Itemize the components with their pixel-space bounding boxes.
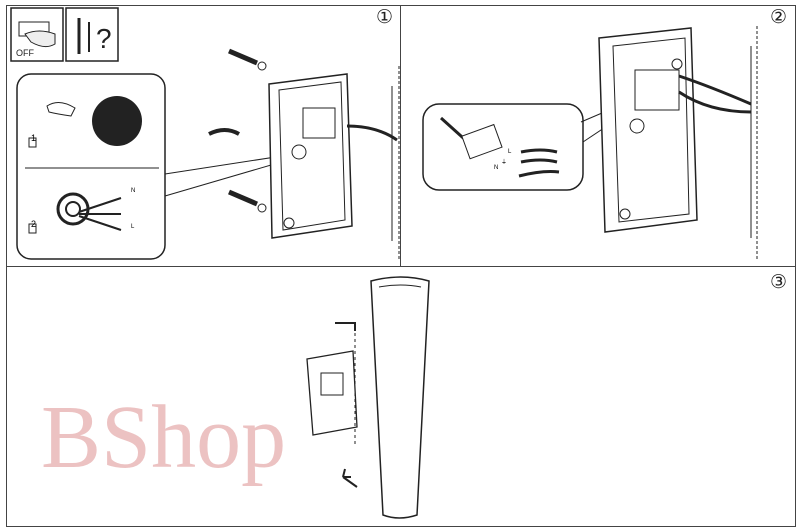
sub-step-2-label: 2 [31, 219, 37, 229]
step-2-illustration [422, 26, 758, 261]
terminal-earth-label: ⏚ [501, 160, 508, 166]
step-3-illustration: BShop [41, 276, 430, 519]
mounting-plate [268, 73, 398, 239]
step-number: ③ [769, 272, 787, 293]
tools-question-icon: ? [65, 7, 119, 62]
off-label: OFF [16, 48, 34, 58]
step-number: ① [375, 7, 393, 28]
detail-callout [16, 73, 166, 260]
wire-l-label: L [131, 224, 135, 230]
power-off-icon: OFF [10, 7, 64, 62]
step-2-panel: ② N ⏚ L [400, 5, 796, 268]
step-1-illustration: OFF ? [10, 7, 400, 261]
sub-step-1-label: 1 [31, 133, 37, 143]
question-mark: ? [96, 23, 112, 54]
step-3-panel: ③ BShop [6, 266, 796, 527]
terminal-n-label: N [494, 165, 499, 171]
step-1-panel: ① OFF ? [6, 5, 402, 268]
terminal-l-label: L [508, 149, 512, 155]
watermark: BShop [41, 388, 286, 487]
step-number: ② [769, 7, 787, 28]
screw-anchor [208, 48, 267, 213]
wire-n-label: N [131, 188, 136, 194]
